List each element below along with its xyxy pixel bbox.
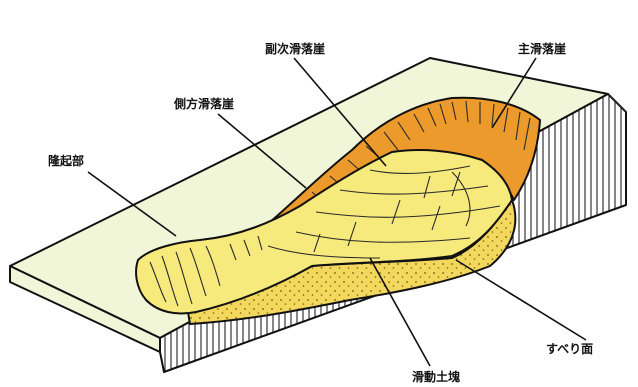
label-lateral-scarp: 側方滑落崖 [173,96,234,111]
leader-slip-surface [456,260,586,340]
label-main-scarp: 主滑落崖 [518,41,566,56]
label-sliding-mass: 滑動土塊 [412,369,460,384]
label-bulge: 隆起部 [48,153,84,168]
label-slip-surface: すべり面 [546,342,593,356]
label-secondary-scarp: 副次滑落崖 [265,41,325,56]
